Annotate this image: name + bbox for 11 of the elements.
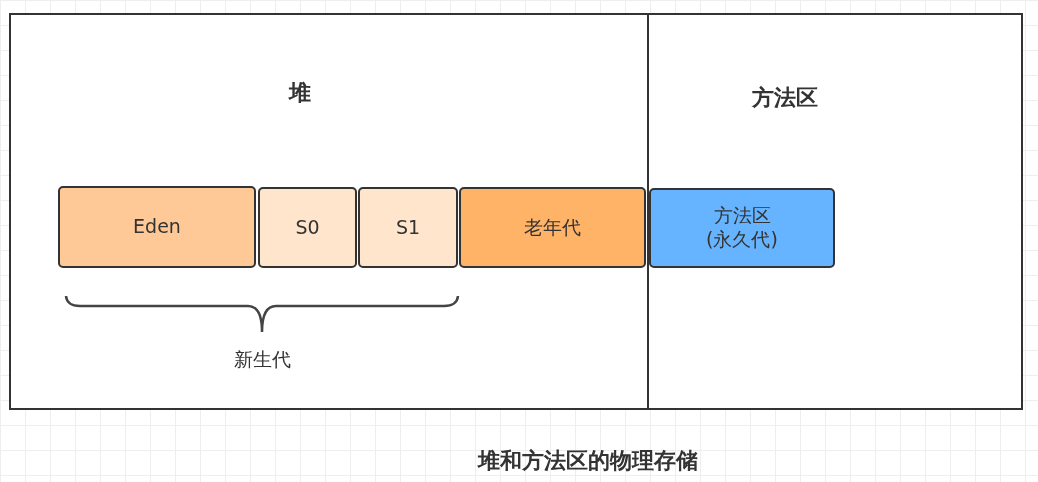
memory-block: 老年代: [459, 187, 646, 268]
memory-block: S0: [258, 187, 357, 268]
memory-block: S1: [358, 187, 458, 268]
region-title: 堆: [289, 79, 311, 107]
memory-block: 方法区(永久代): [649, 188, 835, 268]
region-title: 方法区: [752, 84, 818, 112]
brace-label: 新生代: [233, 347, 291, 372]
heap-region: [9, 13, 649, 410]
method-area-region: [647, 13, 1023, 410]
memory-block: Eden: [58, 186, 256, 268]
diagram-caption: 堆和方法区的物理存储: [478, 447, 698, 475]
